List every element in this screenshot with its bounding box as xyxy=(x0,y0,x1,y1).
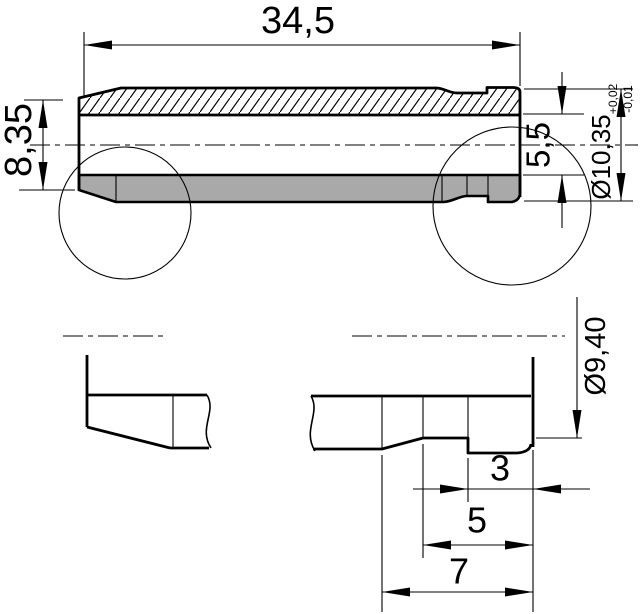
dim-end-relief-length: 7 xyxy=(381,455,533,612)
dim-left-face-height: 8,35 xyxy=(0,99,75,191)
dim-bore-diameter: 5,5 xyxy=(520,72,584,228)
lower-contour xyxy=(313,436,533,455)
part-outline-top xyxy=(77,86,522,197)
dim-overall-length: 34,5 xyxy=(83,0,521,97)
dim-end-relief-length-label: 7 xyxy=(449,551,469,592)
arrowhead-left xyxy=(423,540,451,550)
shaded-lower-wall xyxy=(77,173,522,204)
arrowhead-right xyxy=(505,587,533,597)
dim-groove-diameter-label: Ø9,40 xyxy=(580,317,612,396)
break-line xyxy=(205,394,212,449)
arrowhead-top xyxy=(557,86,567,114)
arrowhead-bottom xyxy=(557,175,567,203)
dim-outer-diameter-tol-upper: +0,02 xyxy=(606,83,620,114)
arrowhead-right xyxy=(492,40,520,50)
arrowhead-top xyxy=(38,100,48,128)
detail-circle-left xyxy=(58,146,192,280)
detail-circle-right xyxy=(432,126,592,286)
detail-view-right xyxy=(309,335,565,455)
arrowhead-bottom xyxy=(572,410,582,438)
arrowhead-right xyxy=(505,540,533,550)
arrowhead-left xyxy=(382,587,410,597)
arrowhead-top xyxy=(616,89,626,117)
break-line xyxy=(309,395,316,452)
arrowhead-bottom xyxy=(616,173,626,201)
detail-view-left xyxy=(63,335,212,450)
chamfer-line xyxy=(86,425,171,450)
arrowhead-left xyxy=(440,484,468,494)
dim-outer-diameter-tol-lower: -0,01 xyxy=(621,85,635,113)
dim-notch-width-label: 3 xyxy=(490,448,510,489)
dim-overall-length-label: 34,5 xyxy=(261,0,335,42)
dim-left-face-height-label: 8,35 xyxy=(0,103,40,177)
dim-bore-diameter-label: 5,5 xyxy=(520,122,557,168)
dim-notch-width: 3 xyxy=(413,448,590,612)
arrowhead-bottom xyxy=(38,162,48,190)
arrowhead-left xyxy=(84,40,112,50)
dim-outer-diameter: Ø10,35 +0,02 -0,01 xyxy=(524,83,635,202)
main-section-view xyxy=(30,86,638,286)
dim-groove-width-label: 5 xyxy=(467,500,487,541)
dim-groove-width: 5 xyxy=(422,444,533,558)
dim-groove-diameter: Ø9,40 xyxy=(536,297,612,439)
dim-outer-diameter-label: Ø10,35 xyxy=(586,114,616,199)
hatched-wall-section xyxy=(79,87,520,115)
arrowhead-right xyxy=(533,484,561,494)
